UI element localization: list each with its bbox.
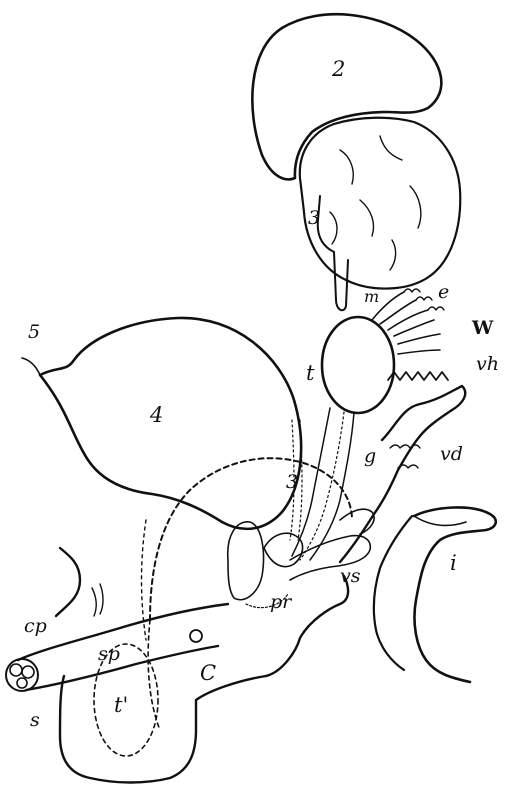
label-vh: vh [476,353,499,375]
label-4: 4 [149,403,163,427]
label-5: 5 [28,321,40,343]
label-vs: vs [340,565,361,587]
vas-aberrans [388,372,448,380]
prostate-area [228,509,374,607]
label-2: 2 [331,57,345,81]
label-t-prime: t' [114,693,128,717]
label-i: i [450,551,457,575]
label-e: e [438,281,449,303]
label-3: 3 [308,207,320,229]
label-vd: vd [440,443,463,465]
intestine [374,507,496,682]
label-cp: cp [24,615,47,637]
testis [322,317,394,413]
label-g: g [364,445,376,467]
label-m: m [364,287,379,306]
label-pr: pr [270,591,293,613]
label-s: s [30,709,40,731]
epididymis-coils [372,289,444,354]
label-C: C [200,661,216,685]
label-sp: sp [98,643,120,665]
kidney [252,14,441,179]
cowper-gland [190,630,202,642]
label-t: t [306,361,315,385]
label-ureter-3: 3 [286,471,298,493]
label-W: W [471,317,494,339]
dashed-outline [94,458,352,756]
lobed-organ [300,118,460,311]
